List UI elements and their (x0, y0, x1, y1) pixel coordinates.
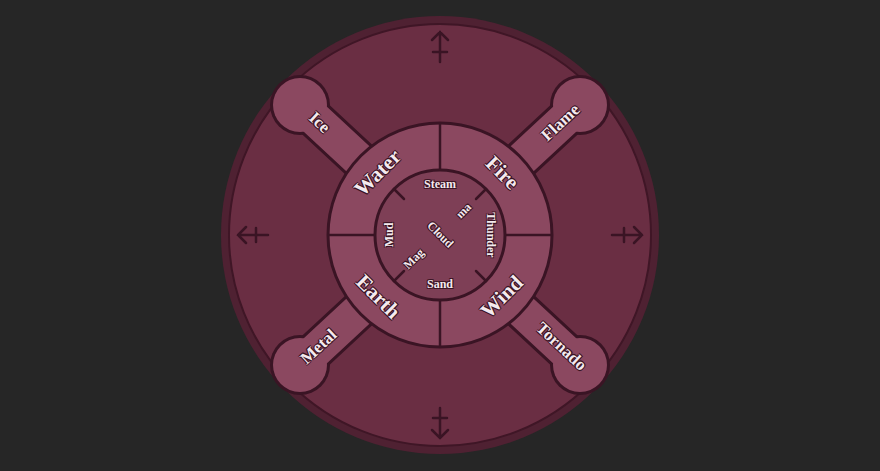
inner-label: Thunder (483, 212, 496, 257)
quadrant-label: Water (345, 140, 411, 206)
rune-right (612, 227, 642, 243)
inner-label: ma (454, 201, 475, 222)
inner-circle (375, 170, 505, 300)
element-name: Fire (479, 150, 526, 197)
tick (394, 189, 404, 199)
knobs (273, 78, 607, 392)
inner-label: Mud (383, 223, 396, 248)
rune-bottom (432, 408, 448, 438)
divider (505, 234, 552, 237)
outer-rim (221, 16, 659, 454)
arm-label: Metal (292, 321, 346, 374)
inner-label: Sand (427, 278, 453, 291)
arm-label: Tornado (527, 314, 595, 380)
element-name: Wind (474, 269, 530, 325)
divider (439, 300, 442, 347)
element-name: Earth (349, 268, 407, 326)
arm-label: Flame (533, 96, 590, 151)
tick (394, 271, 404, 281)
inner-circle-node: SteamMud CloudMag maThunderSand (378, 173, 502, 297)
inner-label: Cloud (424, 219, 455, 250)
element-name: Water (348, 143, 408, 203)
inner-label: Mag (401, 246, 427, 272)
divider (328, 234, 375, 237)
element-name: Ice (302, 107, 335, 140)
inner-label: Steam (424, 178, 456, 191)
element-name: Metal (295, 323, 344, 370)
quadrant-label: Fire (476, 147, 528, 199)
rune-marks (238, 32, 642, 438)
tick (476, 271, 486, 281)
element-ring (328, 123, 552, 347)
rune-left (238, 227, 268, 243)
quadrant-label: Wind (471, 266, 533, 328)
inner-ticks (394, 189, 486, 281)
divider (439, 123, 442, 170)
knob-outlines (270, 75, 610, 395)
tick (476, 189, 486, 199)
element-name: Tornado (530, 317, 592, 377)
outer-disk (229, 24, 651, 446)
quadrant-label: Earth (346, 265, 410, 329)
rune-top (432, 32, 448, 62)
arm-label: Ice (300, 104, 339, 142)
quadrant-dividers (328, 123, 552, 347)
element-name: Flame (536, 98, 587, 147)
